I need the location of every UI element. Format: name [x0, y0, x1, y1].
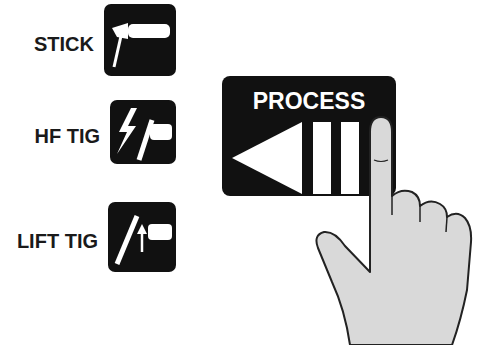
lift-tig-icon — [117, 216, 172, 264]
lift-arrow-head — [137, 224, 147, 234]
mode-label: STICK — [34, 33, 94, 56]
knuckle-line — [374, 160, 388, 162]
finger-crease — [446, 217, 447, 232]
bar — [341, 122, 359, 194]
bar — [313, 122, 331, 194]
holder-handle — [128, 24, 170, 38]
mode-label: HF TIG — [34, 125, 100, 148]
mode-indicator: LIFT TIG — [8, 202, 176, 272]
mode-indicator: HF TIG — [8, 100, 176, 164]
lightning-bolt — [117, 108, 137, 154]
process-button: PROCESS — [222, 76, 396, 196]
stick-icon — [112, 23, 170, 67]
icon-box — [108, 202, 176, 272]
torch-body — [148, 224, 172, 240]
pointing-hand — [316, 117, 471, 345]
torch-neck — [139, 120, 152, 160]
hf-tig-icon — [117, 108, 172, 160]
torch-body — [150, 124, 172, 140]
lift-arrow-shaft — [141, 232, 144, 252]
mode-label: LIFT TIG — [17, 230, 98, 253]
icon-box — [110, 100, 176, 164]
finger-crease — [391, 196, 393, 215]
left-arrow — [232, 122, 302, 194]
electrode-rod — [114, 36, 121, 67]
finger-crease — [419, 206, 421, 222]
torch-neck — [117, 216, 137, 264]
button-label: PROCESS — [222, 88, 396, 115]
hand-outline — [316, 117, 471, 345]
icon-box — [104, 4, 176, 76]
holder-jaw — [112, 23, 128, 39]
process-symbol — [232, 122, 359, 194]
mode-indicator: STICK — [8, 4, 176, 76]
